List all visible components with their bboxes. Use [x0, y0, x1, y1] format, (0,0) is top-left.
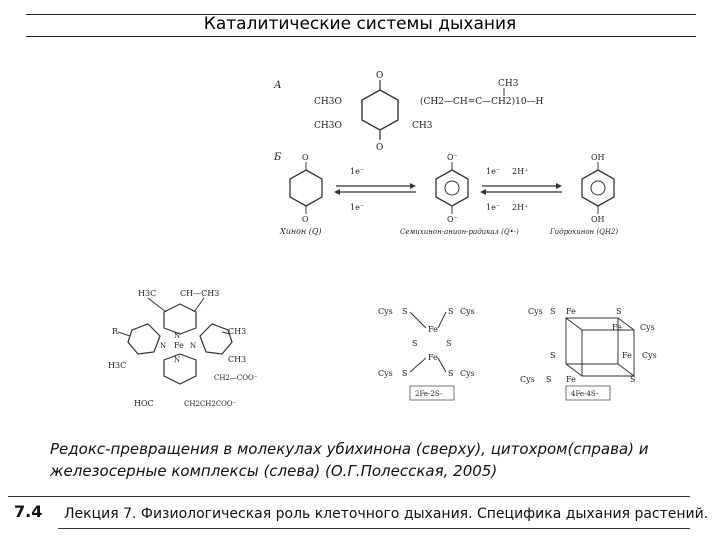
page-title: Каталитические системы дыхания — [203, 14, 517, 34]
header-rule-top — [26, 14, 696, 15]
svg-text:S: S — [630, 375, 635, 384]
svg-text:Cys: Cys — [378, 307, 393, 316]
svg-text:O⁻: O⁻ — [447, 153, 458, 162]
header-rule-bottom — [26, 36, 696, 37]
figure-caption: Редокс-превращения в молекулах убихинона… — [50, 438, 700, 482]
quinone-label: Хинон (Q) — [279, 227, 322, 236]
svg-text:S: S — [616, 307, 621, 316]
svg-text:Cys: Cys — [460, 369, 475, 378]
och3-group-2: CH3O — [314, 121, 342, 131]
svg-text:O: O — [376, 71, 383, 81]
hydroquinone-label: Гидрохинон (QH2) — [549, 228, 618, 236]
caption-line-1: Редокс-превращения в молекулах убихинона… — [50, 440, 649, 458]
ring-ch3: CH3 — [412, 121, 433, 131]
svg-text:S: S — [448, 369, 453, 378]
svg-text:OH: OH — [591, 215, 605, 224]
footer-text: Лекция 7. Физиологическая роль клеточног… — [64, 506, 709, 522]
footer-rule-bottom — [58, 528, 690, 529]
heme-figure: H3C CH—CH3 R CH3 H3C CH3 CH2—COO⁻ HOC CH… — [104, 278, 280, 418]
svg-text:CH2CH2COO⁻: CH2CH2COO⁻ — [184, 400, 237, 408]
svg-text:2H⁺: 2H⁺ — [512, 203, 528, 212]
svg-text:Fe: Fe — [566, 375, 576, 384]
svg-text:N: N — [160, 342, 166, 350]
svg-text:Fe: Fe — [428, 353, 438, 362]
panel-a-label: А — [273, 80, 282, 91]
svg-text:Cys: Cys — [642, 351, 657, 360]
svg-text:S: S — [402, 369, 407, 378]
label-4fe-4s: 4Fe-4S- — [571, 390, 599, 398]
svg-text:S: S — [446, 339, 451, 348]
och3-group-1: CH3O — [314, 97, 342, 107]
svg-text:1e⁻: 1e⁻ — [486, 203, 500, 212]
svg-text:Cys: Cys — [640, 323, 655, 332]
page-number: 7.4 — [14, 502, 43, 521]
panel-b-label: Б — [273, 152, 282, 163]
footer-rule-top — [8, 496, 690, 497]
svg-text:N: N — [174, 332, 180, 340]
fe-s-cluster-figure: Cys S S Cys Fe S S Fe Cys S S Cys 2Fe-2S… — [370, 298, 670, 406]
svg-text:N: N — [190, 342, 196, 350]
svg-text:O: O — [302, 215, 309, 224]
isoprenoid-chain: (CH2—CH=C—CH2)10—H — [420, 96, 544, 107]
svg-text:Cys: Cys — [460, 307, 475, 316]
svg-text:O⁻: O⁻ — [447, 215, 458, 224]
svg-text:Cys: Cys — [528, 307, 543, 316]
semiquinone-label: Семихинон-анион-радикал (Q•-) — [400, 228, 519, 236]
ubiquinone-figure: А O O CH3O CH3O CH3 CH3 (CH2—CH=C—CH2)10… — [250, 68, 650, 258]
svg-text:CH2—COO⁻: CH2—COO⁻ — [214, 374, 258, 382]
svg-text:CH—CH3: CH—CH3 — [180, 289, 219, 298]
svg-text:Fe: Fe — [566, 307, 576, 316]
svg-text:S: S — [546, 375, 551, 384]
chain-ch3: CH3 — [498, 79, 519, 89]
svg-text:H3C: H3C — [138, 289, 156, 298]
svg-text:1e⁻: 1e⁻ — [350, 203, 364, 212]
svg-text:Cys: Cys — [520, 375, 535, 384]
svg-text:HOC: HOC — [134, 399, 154, 408]
svg-text:S: S — [550, 351, 555, 360]
svg-text:O: O — [376, 143, 383, 153]
svg-text:S: S — [550, 307, 555, 316]
svg-text:Fe: Fe — [428, 325, 438, 334]
svg-text:Fe: Fe — [622, 351, 632, 360]
svg-text:S: S — [412, 339, 417, 348]
svg-text:O: O — [302, 153, 309, 162]
svg-text:1e⁻: 1e⁻ — [350, 167, 364, 176]
svg-text:R: R — [112, 327, 119, 336]
svg-text:1e⁻: 1e⁻ — [486, 167, 500, 176]
svg-text:CH3: CH3 — [228, 355, 246, 364]
svg-text:2H⁺: 2H⁺ — [512, 167, 528, 176]
caption-line-2: железосерные комплексы (слева) (О.Г.Поле… — [50, 462, 498, 480]
svg-text:H3C: H3C — [108, 361, 126, 370]
svg-text:CH3: CH3 — [228, 327, 246, 336]
svg-text:S: S — [448, 307, 453, 316]
svg-text:OH: OH — [591, 153, 605, 162]
svg-text:N: N — [174, 356, 180, 364]
svg-text:S: S — [402, 307, 407, 316]
svg-text:Fe: Fe — [612, 323, 622, 332]
svg-text:Cys: Cys — [378, 369, 393, 378]
label-2fe-2s: 2Fe-2S- — [415, 390, 443, 398]
fe-center: Fe — [174, 341, 184, 350]
